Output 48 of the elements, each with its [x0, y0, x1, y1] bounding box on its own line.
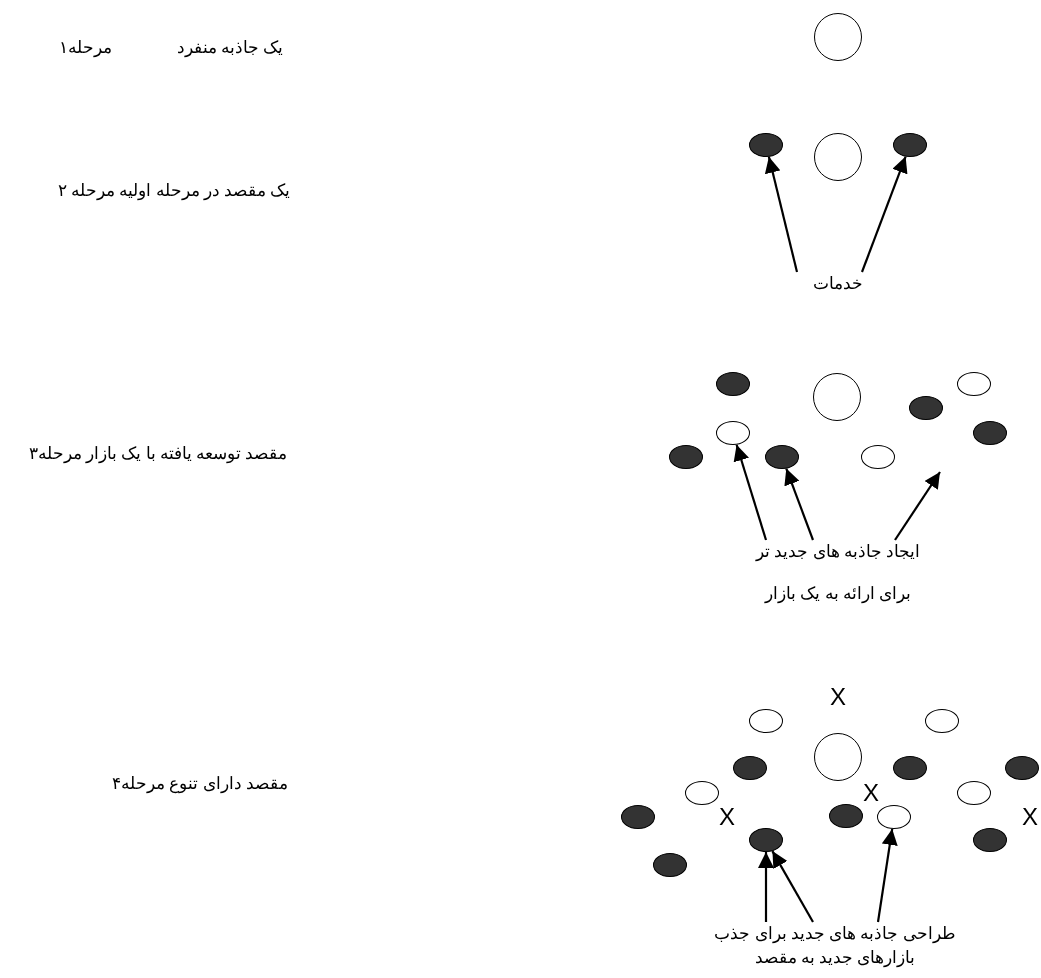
- open-ellipse: [925, 709, 959, 733]
- arrow: [771, 850, 814, 923]
- filled-ellipse: [1005, 756, 1039, 780]
- arrow: [764, 156, 799, 273]
- filled-ellipse: [973, 828, 1007, 852]
- stage-label: یک مقصد در مرحله اولیه مرحله ۲: [57, 179, 291, 201]
- open-ellipse: [957, 781, 991, 805]
- filled-ellipse: [749, 133, 783, 157]
- arrow: [876, 828, 898, 923]
- filled-ellipse: [829, 804, 863, 828]
- filled-ellipse: [893, 756, 927, 780]
- stage-label: مقصد دارای تنوع مرحله۴: [112, 772, 288, 794]
- cross-mark: X: [830, 683, 846, 711]
- stage-label: مقصد توسعه یافته با یک بازار مرحله۳: [28, 442, 288, 464]
- arrow: [733, 444, 768, 541]
- caption-text: ایجاد جاذبه های جدید تر: [754, 541, 921, 563]
- open-ellipse: [749, 709, 783, 733]
- cross-mark: X: [719, 803, 735, 831]
- open-ellipse: [877, 805, 911, 829]
- arrow: [860, 156, 908, 273]
- stage-label: یک جاذبه منفرد: [176, 36, 284, 58]
- open-ellipse: [957, 372, 991, 396]
- open-ellipse: [813, 373, 861, 421]
- open-ellipse: [716, 421, 750, 445]
- filled-ellipse: [653, 853, 687, 877]
- filled-ellipse: [893, 133, 927, 157]
- open-ellipse: [814, 133, 862, 181]
- caption-text: طراحی جاذبه های جدید برای جذب بازارهای جدید به مقصد: [713, 923, 957, 969]
- arrow: [758, 852, 774, 922]
- filled-ellipse: [749, 828, 783, 852]
- arrow: [784, 468, 815, 541]
- cross-mark: X: [1022, 803, 1038, 831]
- filled-ellipse: [765, 445, 799, 469]
- open-ellipse: [814, 13, 862, 61]
- filled-ellipse: [669, 445, 703, 469]
- filled-ellipse: [621, 805, 655, 829]
- stage-label: مرحله۱: [58, 36, 112, 58]
- cross-mark: X: [863, 779, 879, 807]
- open-ellipse: [814, 733, 862, 781]
- filled-ellipse: [973, 421, 1007, 445]
- filled-ellipse: [716, 372, 750, 396]
- open-ellipse: [861, 445, 895, 469]
- filled-ellipse: [733, 756, 767, 780]
- caption-text: خدمات: [812, 273, 864, 295]
- filled-ellipse: [909, 396, 943, 420]
- arrow: [894, 471, 941, 541]
- caption-text: برای ارائه به یک بازار: [763, 583, 912, 605]
- open-ellipse: [685, 781, 719, 805]
